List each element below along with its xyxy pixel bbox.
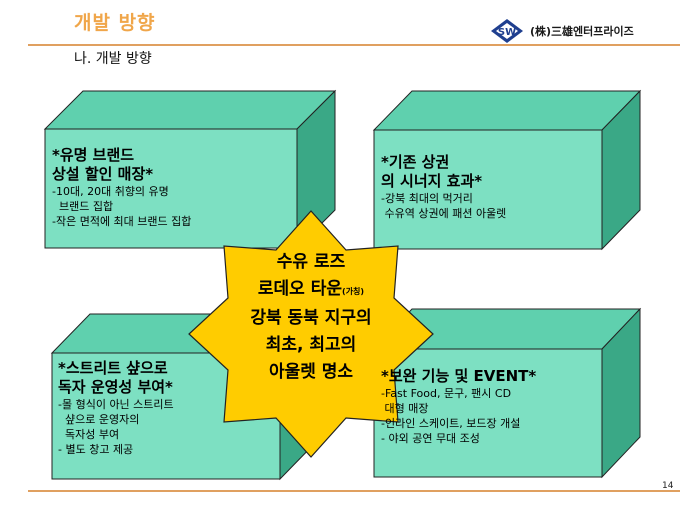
box-2-shape <box>372 89 642 251</box>
company-logo-icon: SW <box>491 19 523 43</box>
box-3-heading-line-1: *스트리트 샾으로 <box>58 359 168 377</box>
box-4-detail-2: 대형 매장 <box>381 402 429 415</box>
box-4-text: *보완 기능 및 EVENT* -Fast Food, 문구, 팬시 CD 대형… <box>381 367 536 446</box>
box-3-detail-3: 독자성 부여 <box>58 428 120 441</box>
star-line-2-main: 로데오 타운 <box>257 279 343 299</box>
box-4-detail-4: - 야외 공연 무대 조성 <box>381 432 480 445</box>
star-line-5: 아울렛 명소 <box>268 362 354 382</box>
box-4-detail-3: -인라인 스케이트, 보드장 개설 <box>381 417 521 430</box>
box-1-heading-line-1: *유명 브랜드 <box>52 146 135 164</box>
box-1-text: *유명 브랜드 상설 할인 매장* -10대, 20대 취향의 유명 브랜드 집… <box>52 146 191 229</box>
box-2-detail-2: 수유역 상권에 패션 아울렛 <box>381 207 507 220</box>
company-name: (株)三雄엔터프라이즈 <box>530 25 634 38</box>
center-star-shape <box>188 210 434 458</box>
star-line-2-note: (가칭) <box>342 287 365 296</box>
box-4-shape <box>372 307 642 479</box>
center-star-text: 수유 로즈 로데오 타운(가칭) 강북 동북 지구의 최초, 최고의 아울렛 명… <box>216 249 406 386</box>
box-2-detail-1: -강북 최대의 먹거리 <box>381 192 473 205</box>
star-line-2: 로데오 타운(가칭) <box>216 276 406 305</box>
company-logo: SW (株)三雄엔터프라이즈 <box>490 17 634 45</box>
page-number: 14 <box>662 481 674 491</box>
slide-title: 개발 방향 <box>74 12 156 34</box>
box-1-shape <box>43 89 337 250</box>
box-1-detail-2: 브랜드 집합 <box>52 200 114 213</box>
box-2-heading-line-1: *기존 상권 <box>381 153 450 171</box>
box-3-detail-4: - 별도 창고 제공 <box>58 443 134 456</box>
logo-letters: SW <box>498 27 516 38</box>
star-line-1: 수유 로즈 <box>276 252 346 272</box>
box-2-heading-line-2: 의 시너지 효과* <box>381 172 483 190</box>
box-1-detail-1: -10대, 20대 취향의 유명 <box>52 185 169 198</box>
box-3-heading-line-2: 독자 운영성 부여* <box>58 378 173 396</box>
header-divider <box>28 44 680 46</box>
star-line-4: 최초, 최고의 <box>265 335 357 355</box>
section-subtitle: 나. 개발 방향 <box>74 51 152 67</box>
footer-divider <box>28 490 680 492</box>
box-3-detail-2: 샾으로 운영자의 <box>58 413 140 426</box>
box-2-text: *기존 상권 의 시너지 효과* -강북 최대의 먹거리 수유역 상권에 패션 … <box>381 153 506 221</box>
star-line-3: 강북 동북 지구의 <box>250 308 372 328</box>
box-1-detail-3: -작은 면적에 최대 브랜드 집합 <box>52 215 192 228</box>
box-4-heading-line-1: *보완 기능 및 EVENT* <box>381 367 537 385</box>
box-1-heading-line-2: 상설 할인 매장* <box>52 165 154 183</box>
box-3-detail-1: -몰 형식이 아닌 스트리트 <box>58 398 174 411</box>
box-3-text: *스트리트 샾으로 독자 운영성 부여* -몰 형식이 아닌 스트리트 샾으로 … <box>58 359 174 457</box>
box-4-detail-1: -Fast Food, 문구, 팬시 CD <box>381 387 512 400</box>
